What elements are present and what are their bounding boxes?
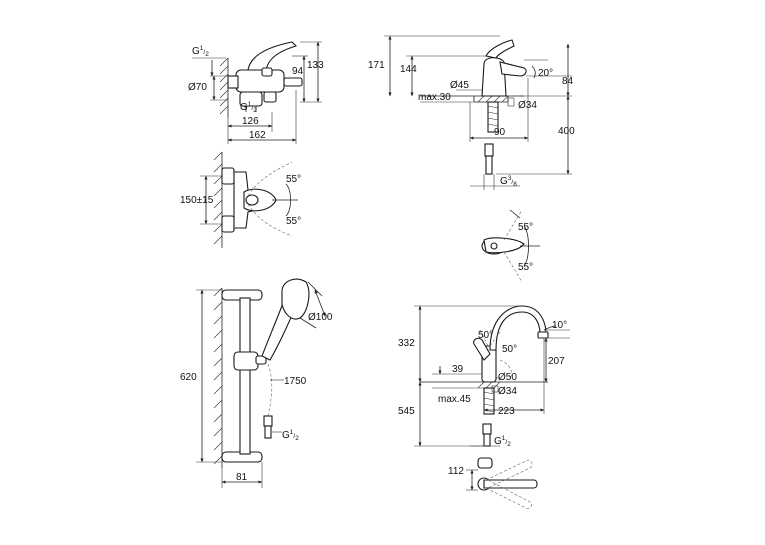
sink-base-diameter-label: Ø50 — [498, 372, 517, 383]
shower-rail-view: Ø100 1750 G1/2 620 81 — [180, 278, 333, 488]
basin-hole-diameter-label: Ø34 — [518, 100, 537, 111]
basin-hose-label: 400 — [558, 126, 575, 137]
bath-angle-down-label: 55° — [286, 216, 301, 227]
sink-base-offset-label: 39 — [452, 364, 464, 375]
sink-hose-label: 545 — [398, 406, 415, 417]
bath-thread-label: G1/2 — [192, 45, 209, 58]
basin-mixer-side-view: 171 144 84 20° Ø45 max.30 Ø34 90 400 G3/… — [368, 35, 575, 190]
bath-mixer-side-view: 94 133 G1/2 Ø70 G1/2 126 162 — [188, 41, 324, 144]
sink-spout-height-label: 207 — [548, 356, 565, 367]
sink-mixer-top-view: 112 — [448, 457, 538, 509]
basin-deck-max-label: max.30 — [418, 92, 451, 103]
shower-head-diameter-label: Ø100 — [308, 312, 333, 323]
bath-mixer-front-view: 55° 55° 150±15 — [180, 151, 301, 248]
bath-depth-spout-label: 126 — [242, 116, 259, 127]
bath-angle-up-label: 55° — [286, 174, 301, 185]
basin-mixer-top-view: 55° 55° — [481, 209, 540, 283]
sink-angle-top-label: 10° — [552, 320, 567, 331]
basin-spout-height-label: 84 — [562, 76, 574, 87]
basin-angle-label: 20° — [538, 68, 553, 79]
sink-reach-label: 223 — [498, 406, 515, 417]
sink-angle-left-label: 50° — [478, 330, 493, 341]
basin-top-angle-down-label: 55° — [518, 262, 533, 273]
sink-deck-max-label: max.45 — [438, 394, 471, 405]
sink-thread-label: G1/2 — [494, 435, 511, 448]
bath-centers-label: 150±15 — [180, 195, 214, 206]
sink-height-total-label: 332 — [398, 338, 415, 349]
sink-angle-right-label: 50° — [502, 344, 517, 355]
shower-wall-offset-label: 81 — [236, 472, 248, 483]
bath-height-spout-label: 94 — [292, 66, 304, 77]
basin-height-spout-label: 144 — [400, 64, 417, 75]
sink-mixer-side-view: 332 545 10° 207 50° 50° 39 Ø50 Ø34 max.4… — [398, 305, 570, 448]
bath-rosette-label: Ø70 — [188, 82, 207, 93]
bath-height-total-label: 133 — [307, 60, 324, 71]
shower-hose-label: 1750 — [284, 376, 307, 387]
bath-depth-total-label: 162 — [249, 130, 266, 141]
basin-reach-label: 90 — [494, 127, 506, 138]
basin-top-angle-up-label: 55° — [518, 222, 533, 233]
basin-base-diameter-label: Ø45 — [450, 80, 469, 91]
basin-thread-label: G3/8 — [500, 175, 517, 188]
bath-thread-low-label: G1/2 — [240, 101, 257, 114]
basin-height-total-label: 171 — [368, 60, 385, 71]
shower-thread-label: G1/2 — [282, 429, 299, 442]
shower-rail-height-label: 620 — [180, 372, 197, 383]
sink-top-offset-label: 112 — [448, 466, 464, 477]
sink-hole-diameter-label: Ø34 — [498, 386, 517, 397]
